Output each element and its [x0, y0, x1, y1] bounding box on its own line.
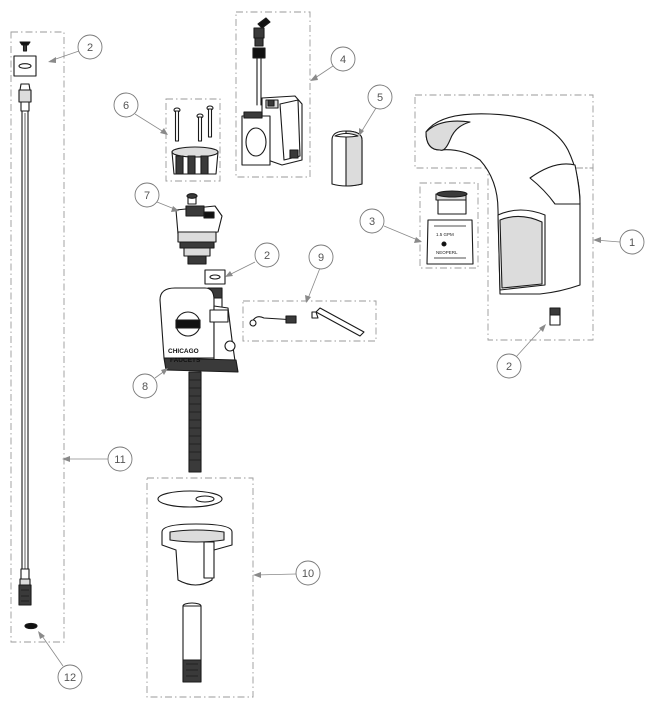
callout-7-label: 7	[144, 190, 150, 202]
callout-1-label: 1	[629, 237, 635, 249]
faucet-body-drawing: CHICAGO FAUCETS	[159, 287, 239, 373]
callout-6-label: 6	[123, 100, 129, 112]
callout-12-label: 12	[64, 672, 76, 684]
callout-4-label: 4	[340, 54, 346, 66]
mounting-screws-drawing	[171, 105, 219, 175]
mounting-kit-drawing	[157, 490, 233, 683]
svg-text:1.5 GPM: 1.5 GPM	[436, 232, 454, 237]
outline-supply-hose	[10, 31, 65, 643]
valve-cartridge-drawing	[175, 193, 223, 265]
outline-mounting-kit	[146, 477, 254, 698]
sensor-module-drawing	[241, 17, 303, 166]
callout-1: 1	[619, 229, 645, 255]
brand-line2: FAUCETS	[170, 357, 201, 364]
supply-hose-drawing	[13, 41, 38, 630]
spout-drawing	[425, 113, 581, 295]
callout-8-label: 8	[142, 381, 148, 393]
svg-text:NEOPERL: NEOPERL	[436, 250, 458, 255]
tools-drawing	[249, 307, 365, 337]
callout-9-label: 9	[318, 252, 324, 264]
callout-6: 6	[113, 92, 139, 118]
sensor-lens-drawing	[331, 130, 363, 187]
callout-2-middle-label: 2	[264, 250, 270, 262]
outline-sensor-module	[235, 11, 311, 178]
outline-spout-lower	[487, 167, 594, 341]
callout-5: 5	[367, 84, 393, 110]
callout-11-label: 11	[114, 454, 125, 466]
callout-2-top: 2	[77, 34, 103, 60]
outline-tools	[242, 300, 377, 342]
leader-lines	[38, 50, 621, 667]
callout-3-label: 3	[369, 216, 375, 228]
callout-2-right: 2	[496, 353, 522, 379]
callout-5-label: 5	[377, 92, 383, 104]
threaded-shank-drawing	[188, 371, 202, 473]
oring-top-drawing	[16, 57, 36, 75]
callout-7: 7	[134, 182, 160, 208]
callout-2-middle: 2	[254, 242, 280, 268]
oring-middle-drawing	[204, 269, 226, 285]
aerator-drawing: 1.5 GPM NEOPERL	[426, 190, 474, 265]
brand-line1: CHICAGO	[168, 348, 199, 355]
callout-2-top-label: 2	[87, 42, 93, 54]
callout-11: 11	[107, 446, 133, 472]
callout-3: 3	[359, 208, 385, 234]
outline-aerator	[419, 182, 479, 269]
outline-mounting-screws	[165, 98, 221, 182]
callout-10-label: 10	[302, 568, 314, 580]
group-outlines	[10, 11, 594, 698]
callout-4: 4	[330, 46, 356, 72]
callout-8: 8	[132, 373, 158, 399]
callout-12: 12	[57, 664, 83, 690]
spout-small-part-drawing	[549, 307, 561, 326]
callout-2-right-label: 2	[506, 361, 512, 373]
callout-9: 9	[308, 244, 334, 270]
callout-10: 10	[295, 560, 321, 586]
